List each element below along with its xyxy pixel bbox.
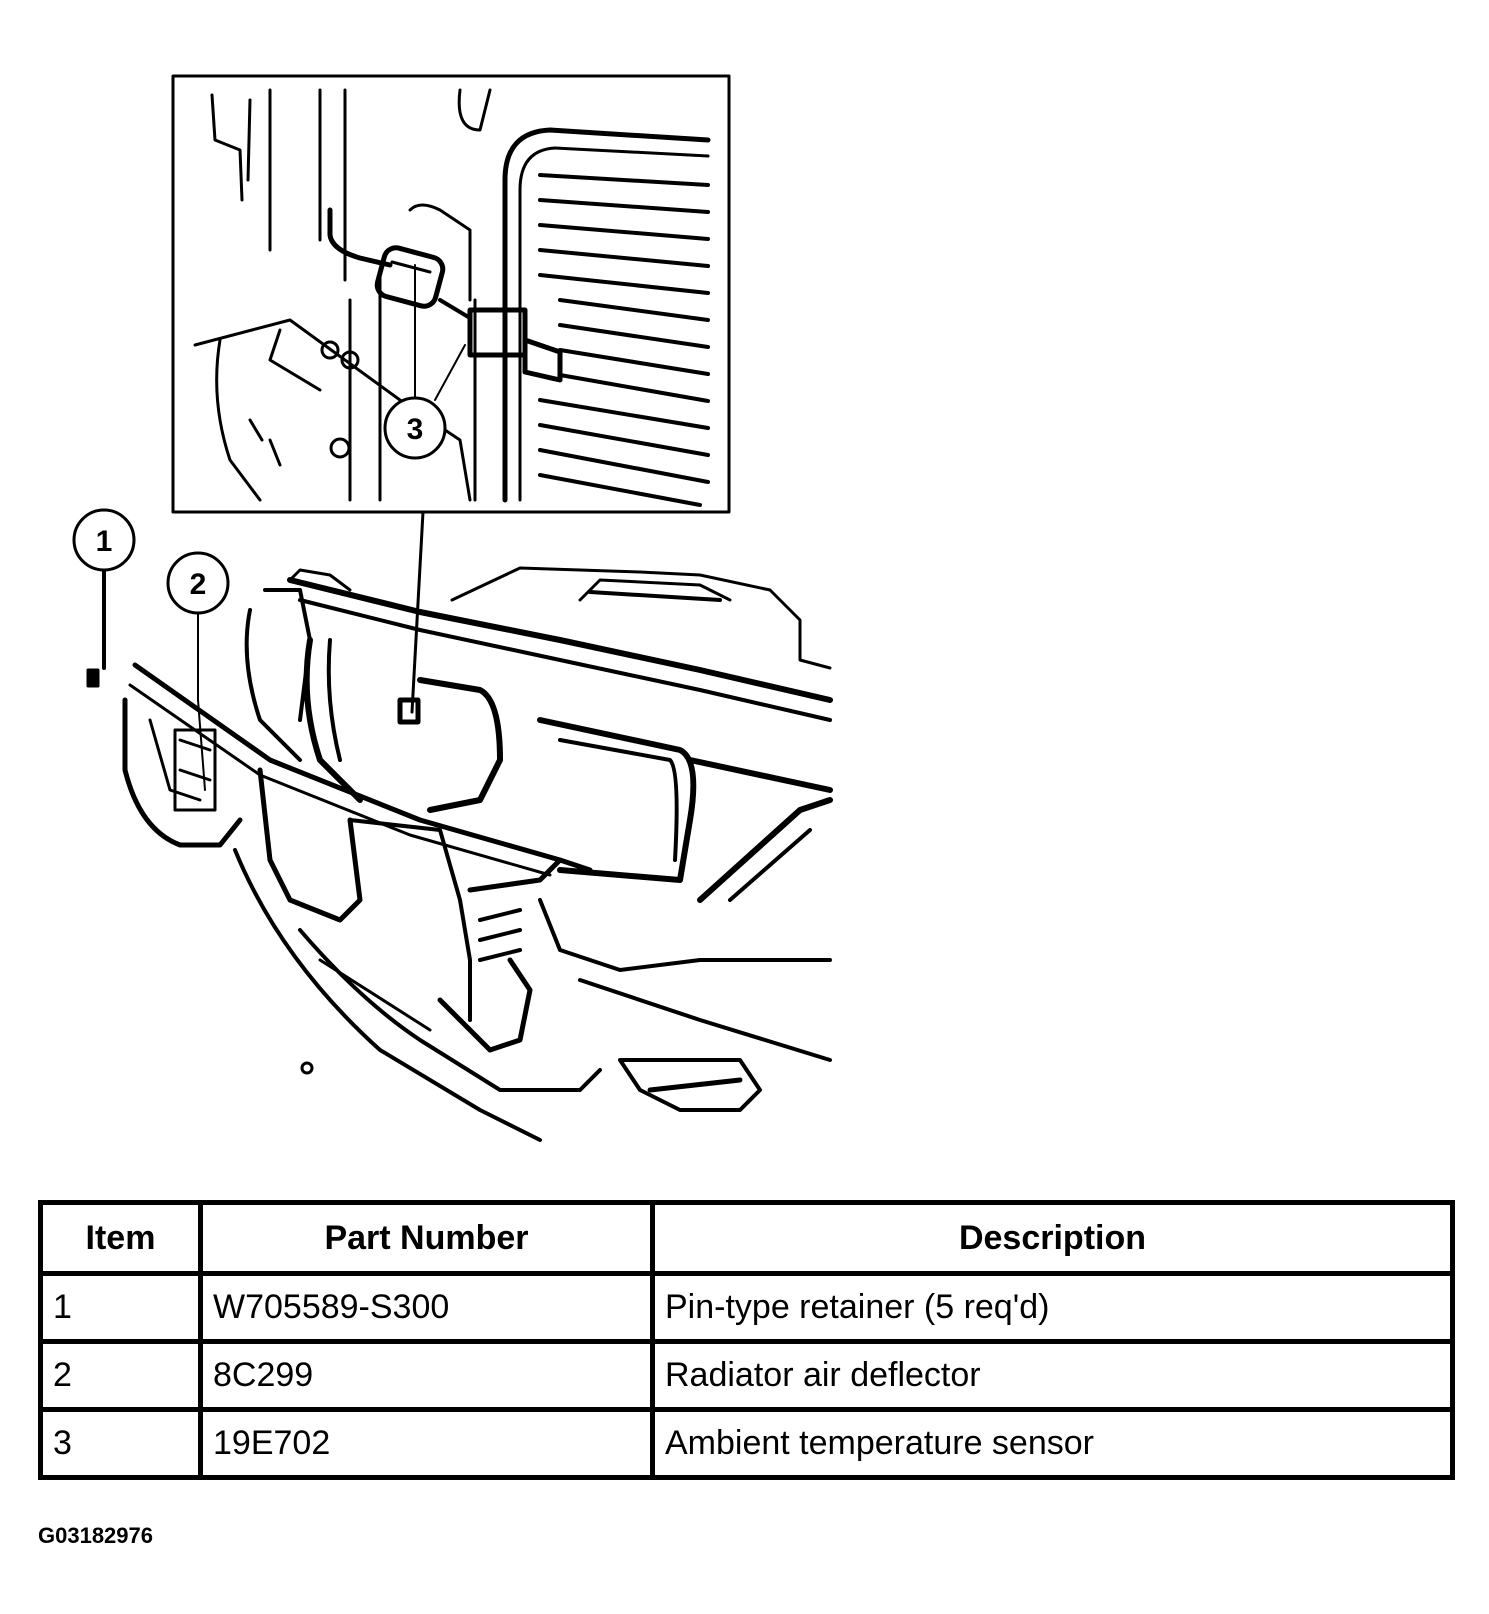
callout-1-circle <box>72 508 136 572</box>
table-header-row: Item Part Number Description <box>38 1200 1455 1276</box>
callout-1: 1 <box>96 525 113 558</box>
detail-inset <box>171 74 731 514</box>
parts-table: Item Part Number Description 1 W705589-S… <box>38 1200 1455 1480</box>
callout-3: 3 <box>407 413 424 446</box>
cell-item: 1 <box>38 1271 203 1344</box>
cell-description: Ambient temperature sensor <box>650 1407 1455 1480</box>
main-view <box>86 566 833 1142</box>
figure-id: G03182976 <box>38 1523 153 1548</box>
table-row: 1 W705589-S300 Pin-type retainer (5 req'… <box>38 1271 1455 1344</box>
cell-part-number: 8C299 <box>198 1339 655 1412</box>
cell-description: Radiator air deflector <box>650 1339 1455 1412</box>
table-row: 2 8C299 Radiator air deflector <box>38 1339 1455 1412</box>
cell-part-number: W705589-S300 <box>198 1271 655 1344</box>
header-description: Description <box>650 1200 1455 1276</box>
radiator-deflector-illustration: 1 2 3 <box>72 74 833 1142</box>
header-item: Item <box>38 1200 203 1276</box>
cell-item: 3 <box>38 1407 203 1480</box>
cell-description: Pin-type retainer (5 req'd) <box>650 1271 1455 1344</box>
callout-2-circle <box>166 551 230 615</box>
callout-2: 2 <box>190 568 207 601</box>
header-part-number: Part Number <box>198 1200 655 1276</box>
callout-3-circle <box>383 396 447 460</box>
cell-part-number: 19E702 <box>198 1407 655 1480</box>
table-row: 3 19E702 Ambient temperature sensor <box>38 1407 1455 1480</box>
cell-item: 2 <box>38 1339 203 1412</box>
